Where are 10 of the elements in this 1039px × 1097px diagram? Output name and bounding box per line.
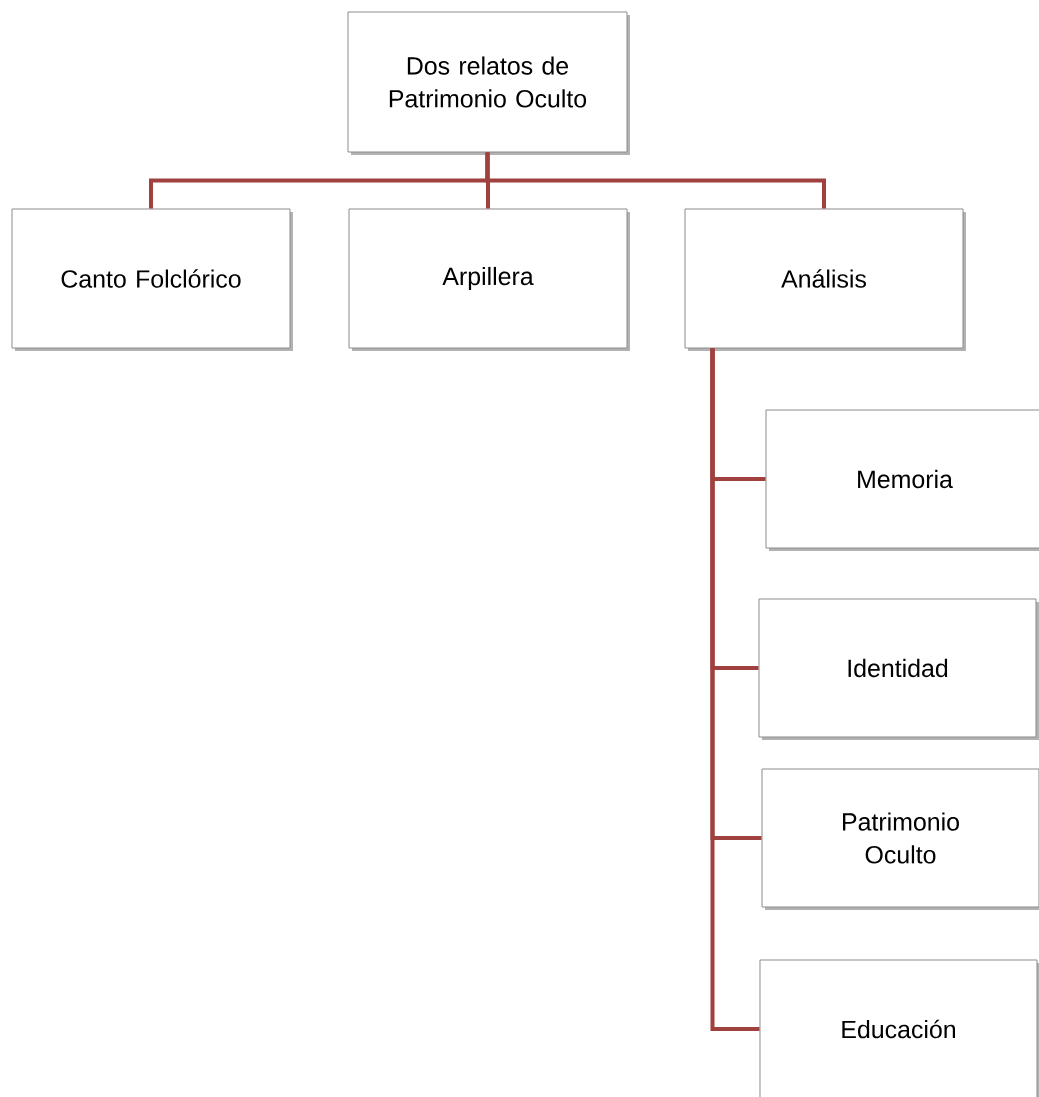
box: Patrimonio Oculto [761, 768, 1039, 910]
box: Memoria [765, 409, 1039, 551]
connector [710, 348, 760, 1031]
box: Identidad [758, 598, 1039, 740]
box: Canto Folclórico [11, 208, 293, 351]
box: Dos relatos de Patrimonio Oculto [347, 11, 630, 155]
box: Educación [759, 959, 1039, 1097]
box: Arpillera [348, 208, 630, 351]
connector [485, 152, 826, 209]
box: Análisis [684, 208, 966, 351]
